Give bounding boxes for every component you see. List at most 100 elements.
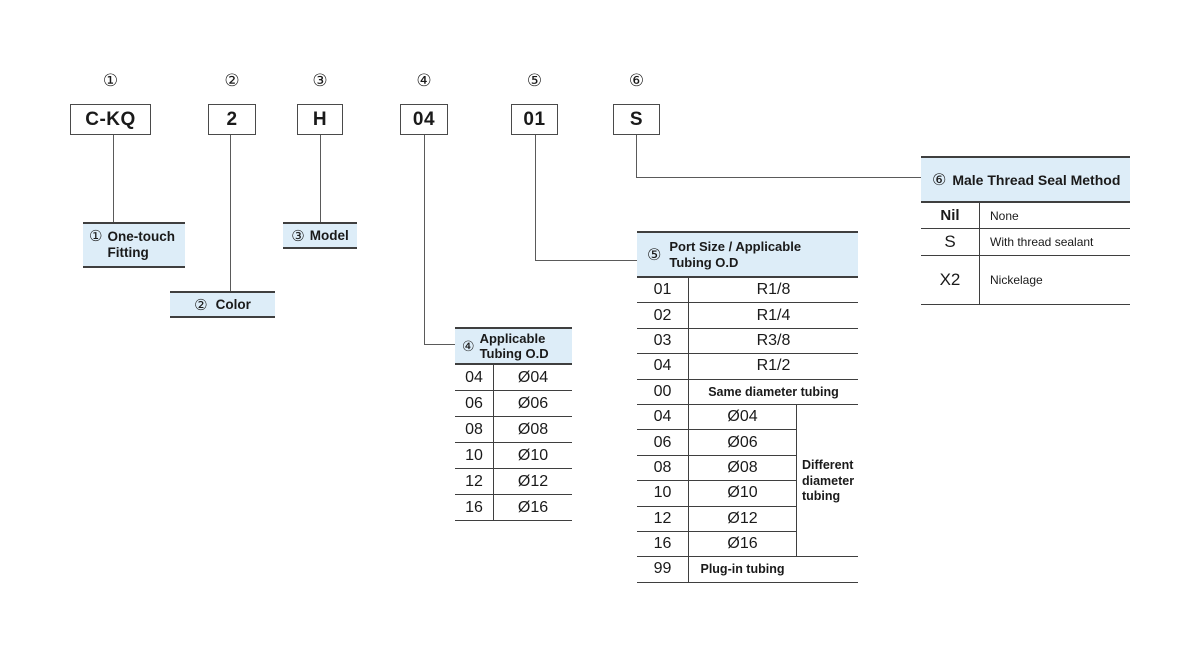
table-applicable-tubing-title: Applicable Tubing O.D: [479, 331, 549, 361]
circled-number-2: ②: [224, 71, 240, 90]
value-cell: Ø16: [688, 531, 796, 558]
value-cell: With thread sealant: [979, 229, 1130, 255]
code-cell: 00: [653, 382, 672, 400]
code-cell: 08: [465, 420, 483, 438]
code-cell: X2: [939, 270, 961, 289]
code-cell: 06: [465, 394, 483, 412]
table-row: 16 Ø16: [637, 531, 858, 558]
value-cell: R1/4: [688, 303, 858, 328]
label-one-touch-fitting: One-touch Fitting: [107, 229, 175, 260]
circled-number-1-label: ①: [89, 228, 103, 245]
circled-number-3: ③: [312, 71, 328, 90]
value-cell: Ø10: [688, 481, 796, 507]
code-cell: 12: [465, 472, 483, 490]
table-row: 08 Ø08: [637, 455, 858, 482]
value-cell: None: [979, 203, 1130, 228]
connector-line-6h: [636, 177, 921, 178]
code-cell: Nil: [940, 207, 960, 224]
table-row-plug-in: 99 Plug-in tubing: [637, 557, 858, 583]
code-item-1: ① C-KQ: [70, 71, 151, 135]
note-cell: [796, 455, 858, 482]
table-row: 06 Ø06: [637, 430, 858, 456]
table-row: X2 Nickelage: [921, 256, 1130, 305]
circled-number-6: ⑥: [628, 71, 645, 90]
code-cell: 10: [465, 446, 483, 464]
table-port-size: ⑤ Port Size / Applicable Tubing O.D 01 R…: [637, 231, 858, 583]
code-box-4: 04: [400, 104, 448, 135]
table-row: 10 Ø10: [455, 443, 572, 469]
code-cell: 04: [637, 405, 688, 431]
code-cell: 99: [653, 560, 672, 578]
callout-color: ② Color: [170, 291, 275, 318]
table-row: 06 Ø06: [455, 391, 572, 417]
value-cell: R1/2: [688, 354, 858, 379]
code-cell: 16: [465, 498, 483, 516]
connector-line-4v: [424, 135, 425, 344]
value-cell: Ø06: [688, 430, 796, 456]
code-box-5: 01: [511, 104, 558, 135]
table-applicable-tubing: ④ Applicable Tubing O.D 04 Ø04 06 Ø06 08…: [455, 327, 572, 521]
code-cell: 08: [637, 456, 688, 482]
table-row: Nil None: [921, 203, 1130, 229]
code-box-3: H: [297, 104, 343, 135]
circled-number-4-header: ④: [462, 337, 475, 354]
table-row: 04 R1/2: [637, 354, 858, 380]
value-cell: R1/8: [688, 278, 858, 303]
different-diameter-note: Different diameter tubing: [802, 458, 855, 504]
table-row: 04 Ø04: [455, 365, 572, 391]
note-cell: [796, 531, 858, 558]
code-cell: 10: [637, 481, 688, 507]
table-row: 10 Ø10: [637, 481, 858, 507]
value-cell: Ø10: [493, 443, 572, 468]
connector-line-2: [230, 135, 231, 291]
connector-line-5h: [535, 260, 637, 261]
code-item-6: ⑥ S: [613, 71, 660, 135]
note-cell: [796, 430, 858, 456]
circled-number-2-label: ②: [194, 296, 208, 314]
table-row: 16 Ø16: [455, 495, 572, 521]
code-cell: 04: [465, 368, 483, 386]
label-model: Model: [309, 228, 349, 243]
code-cell: 02: [653, 306, 672, 324]
spacer-cell: [796, 557, 858, 581]
code-item-5: ⑤ 01: [511, 71, 558, 135]
code-box-2: 2: [208, 104, 256, 135]
table-seal-method-title: Male Thread Seal Method: [952, 171, 1121, 188]
circled-number-5-header: ⑤: [647, 246, 662, 264]
code-cell: 04: [653, 357, 672, 375]
callout-model: ③ Model: [283, 222, 357, 249]
circled-number-4: ④: [416, 71, 432, 90]
table-row: S With thread sealant: [921, 229, 1130, 256]
value-cell: Plug-in tubing: [688, 557, 796, 582]
code-cell: 03: [653, 331, 672, 349]
value-cell: Ø08: [688, 455, 796, 482]
value-cell: Ø16: [493, 495, 572, 520]
connector-line-5v: [535, 135, 536, 260]
note-cell: [796, 506, 858, 532]
connector-line-6v: [636, 135, 637, 177]
value-cell: Ø04: [688, 404, 796, 431]
value-cell: Same diameter tubing: [688, 379, 858, 404]
code-cell: 06: [637, 430, 688, 456]
value-cell: Nickelage: [979, 256, 1130, 304]
code-box-1: C-KQ: [70, 104, 151, 135]
connector-line-3: [320, 135, 321, 222]
table-row: 12 Ø12: [637, 506, 858, 532]
table-row: 02 R1/4: [637, 303, 858, 329]
value-cell: Ø12: [493, 469, 572, 494]
code-box-6: S: [613, 104, 660, 135]
code-cell: S: [944, 232, 956, 251]
table-applicable-tubing-header: ④ Applicable Tubing O.D: [455, 327, 572, 365]
table-row: 08 Ø08: [455, 417, 572, 443]
circled-number-6-header: ⑥: [932, 171, 947, 189]
code-item-2: ② 2: [208, 71, 256, 135]
note-cell: [796, 404, 858, 431]
circled-number-3-label: ③: [291, 227, 305, 245]
value-cell: Ø12: [688, 506, 796, 532]
value-cell: Ø08: [493, 417, 572, 442]
callout-one-touch-fitting: ① One-touch Fitting: [83, 222, 185, 268]
table-port-size-title: Port Size / Applicable Tubing O.D: [669, 238, 802, 270]
table-seal-method-header: ⑥ Male Thread Seal Method: [921, 156, 1130, 203]
value-cell: Ø04: [493, 365, 572, 390]
